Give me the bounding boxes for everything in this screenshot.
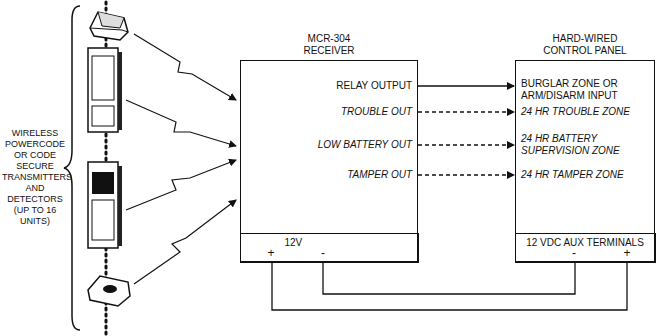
power-wire: [272, 263, 627, 311]
wireless-signal: [126, 34, 236, 284]
power-strip: 12V: [240, 233, 419, 263]
terminal-label: 12V: [241, 234, 418, 249]
input-label: 24 HR BATTERY SUPERVISION ZONE: [521, 133, 651, 157]
signal-connector: [418, 85, 514, 86]
terminal-label: 12 VDC AUX TERMINALS: [516, 234, 655, 249]
signal-connector: [418, 174, 514, 175]
wireless-detector: [90, 12, 128, 40]
polarity-mark: +: [620, 246, 634, 260]
output-label: RELAY OUTPUT: [296, 80, 412, 92]
output-label: LOW BATTERY OUT: [296, 139, 412, 151]
input-label: 24 HR TAMPER ZONE: [521, 169, 651, 181]
polarity-mark: -: [316, 246, 330, 260]
terminal-strip: 12 VDC AUX TERMINALS: [515, 233, 656, 263]
motion-detector: [88, 162, 122, 248]
power-wire: [323, 263, 575, 295]
output-label: TAMPER OUT: [296, 169, 412, 181]
box-heading: MCR-304 RECEIVER: [294, 33, 364, 57]
output-label: TROUBLE OUT: [296, 106, 412, 118]
signal-connector: [418, 111, 514, 112]
polarity-mark: +: [264, 246, 278, 260]
keyfob-transmitter: [88, 276, 130, 306]
device-note: WIRELESS POWERCODE OR CODE SECURE TRANSM…: [2, 128, 68, 227]
box-heading: HARD-WIRED CONTROL PANEL: [539, 33, 631, 57]
wireless-transmitter: [88, 48, 122, 132]
signal-connector: [418, 144, 514, 145]
input-label: BURGLAR ZONE OR ARM/DISARM INPUT: [521, 78, 651, 102]
input-label: 24 HR TROUBLE ZONE: [521, 106, 651, 118]
brace: [64, 6, 80, 330]
polarity-mark: -: [567, 246, 581, 260]
